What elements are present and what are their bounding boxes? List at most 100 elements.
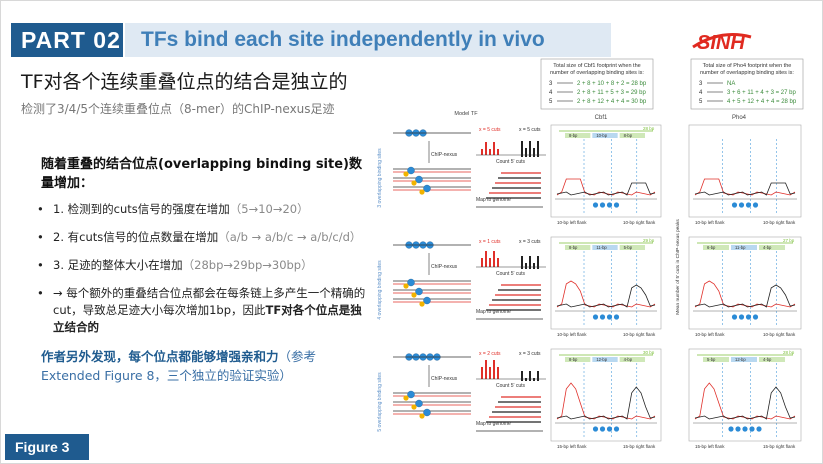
plot-pho4-trace-black <box>694 284 796 308</box>
cut-bar-black <box>521 256 523 269</box>
bead-icon <box>403 171 409 177</box>
plot-cbf1-span-label: 28 bp <box>643 126 655 131</box>
plot-cbf1-seg <box>619 133 645 138</box>
cut-bar-black <box>521 141 523 157</box>
plot-cbf1-seg <box>565 133 591 138</box>
table-pho4-title: number of overlapping binding sites is: <box>700 70 794 76</box>
flank-right-label: 15-bp right flank <box>623 444 656 449</box>
bead-icon <box>411 180 417 186</box>
plot-pho4-panel <box>688 348 802 442</box>
cut-bar-red <box>497 367 499 379</box>
plot-pho4-trace-black <box>694 386 796 420</box>
plot-cbf1-site-dot <box>606 314 613 320</box>
figure-badge: Figure 3 <box>5 434 89 460</box>
table-pho4-expr: NA <box>727 81 735 87</box>
chipnexus-label: ChIP-nexus <box>431 264 458 270</box>
cut-bar-black <box>537 256 539 269</box>
row-label: 3 overlapping binding sites <box>377 148 383 208</box>
plot-cbf1-seg-label: 11-bp <box>596 245 607 250</box>
flank-right-label: 10-bp right flank <box>623 332 656 337</box>
protein-icon <box>423 408 431 417</box>
table-pho4-expr: 4 + 5 + 12 + 4 + 4 = 28 bp <box>727 99 797 105</box>
plot-pho4-seg-label: 6-bp <box>707 245 716 250</box>
plot-cbf1-seg <box>592 357 618 362</box>
cut-bar-black <box>537 141 539 157</box>
table-cbf1-expr: 2 + 8 + 11 + 5 + 3 = 29 bp <box>577 90 646 96</box>
cut-bar-red <box>493 142 495 155</box>
plot-pho4-seg <box>703 357 729 362</box>
plot-pho4-site-dot <box>745 314 752 320</box>
plot-cbf1-seg-label: 8-bp <box>624 133 633 138</box>
cut-bar-red <box>489 149 491 155</box>
plot-cbf1-site-dot <box>599 202 606 208</box>
plot-cbf1-seg <box>592 245 618 250</box>
cut-bar-black <box>525 148 527 157</box>
plot-pho4-seg <box>759 245 785 250</box>
flank-left-label: 10-bp left flank <box>557 220 587 225</box>
column-cbf1: Cbf1 <box>595 115 608 121</box>
plot-cbf1-site-dot <box>606 426 613 432</box>
row-label: 4 overlapping binding sites <box>377 260 383 320</box>
cut-bar-black <box>533 378 535 381</box>
table-cbf1-n: 3 <box>549 81 553 87</box>
plot-pho4-seg <box>703 245 729 250</box>
cut-bar-red <box>485 142 487 155</box>
table-pho4-n: 3 <box>699 81 703 87</box>
table-cbf1-title: Total size of Cbf1 footprint when the <box>553 63 640 69</box>
flank-left-label: 15-bp left flank <box>695 444 725 449</box>
cut-bar-red <box>489 258 491 267</box>
plot-cbf1-seg-label: 5-bp <box>624 245 633 250</box>
plot-pho4-site-dot <box>738 314 745 320</box>
plot-pho4-site-dot <box>752 314 759 320</box>
plot-pho4-seg <box>759 357 785 362</box>
plot-cbf1-site-dot <box>592 202 599 208</box>
table-cbf1-expr: 2 + 8 + 10 + 8 + 2 = 28 bp <box>577 81 647 87</box>
cut-bar-red <box>489 367 491 379</box>
plot-cbf1-seg-label: 12-bp <box>596 357 607 362</box>
plot-pho4-span-label: 28 bp <box>783 350 795 355</box>
row-label: 5 overlapping binding sites <box>377 372 383 432</box>
cut-bar-black <box>521 371 523 381</box>
plot-cbf1-seg <box>565 245 591 250</box>
protein-icon <box>423 184 431 193</box>
bead-icon <box>411 404 417 410</box>
cut-bar-black <box>529 371 531 381</box>
table-cbf1-n: 5 <box>549 99 553 105</box>
slide-subtitle: 检测了3/4/5个连续重叠位点（8-mer）的ChIP-nexus足迹 <box>21 102 335 116</box>
flank-left-label: 10-bp left flank <box>557 332 587 337</box>
bullet-item: •3. 足迹的整体大小在增加（28bp→29bp→30bp） <box>37 258 313 272</box>
plot-cbf1-seg-label: 10-bp <box>596 133 607 138</box>
plot-pho4-site-dot <box>742 426 748 432</box>
plot-cbf1-panel <box>550 348 662 442</box>
table-cbf1-expr: 2 + 8 + 12 + 4 + 4 = 30 bp <box>577 99 647 105</box>
bead-icon <box>419 413 425 419</box>
plot-pho4-seg-label: 5-bp <box>707 357 716 362</box>
cut-bar-red <box>481 258 483 267</box>
flank-right-label: 15-bp right flank <box>763 444 796 449</box>
table-cbf1-n: 4 <box>549 90 553 96</box>
plot-pho4-seg-label: 4-bp <box>763 245 772 250</box>
plot-cbf1-seg-label: 8-bp <box>569 357 578 362</box>
plot-pho4-seg-label: 4-bp <box>763 357 772 362</box>
plot-pho4-site-dot <box>731 314 738 320</box>
cuts-label-red: x = 1 cuts <box>479 239 501 245</box>
plot-cbf1-site-dot <box>592 426 599 432</box>
map-label: Map to genome <box>476 309 511 315</box>
chipnexus-label: ChIP-nexus <box>431 376 458 382</box>
flank-right-label: 10-bp right flank <box>623 220 656 225</box>
plot-cbf1-panel <box>550 236 662 330</box>
sinh-logo: SINH <box>692 32 752 53</box>
cuts-label-red: x = 5 cuts <box>479 127 501 133</box>
text-panel: 随着重叠的结合位点(overlapping binding site)数量增加：… <box>31 155 371 385</box>
bead-icon <box>403 395 409 401</box>
protein-icon <box>415 399 423 408</box>
plot-pho4-seg <box>731 245 757 250</box>
flank-right-label: 10-bp right flank <box>763 332 796 337</box>
plot-cbf1-seg <box>592 133 618 138</box>
plot-cbf1-site-dot <box>613 314 620 320</box>
plot-cbf1-seg <box>619 357 645 362</box>
plot-cbf1-site-dot <box>599 314 606 320</box>
bullet-item: •1. 检测到的cuts信号的强度在增加（5→10→20） <box>37 202 309 216</box>
plot-pho4-trace-black <box>694 182 796 196</box>
